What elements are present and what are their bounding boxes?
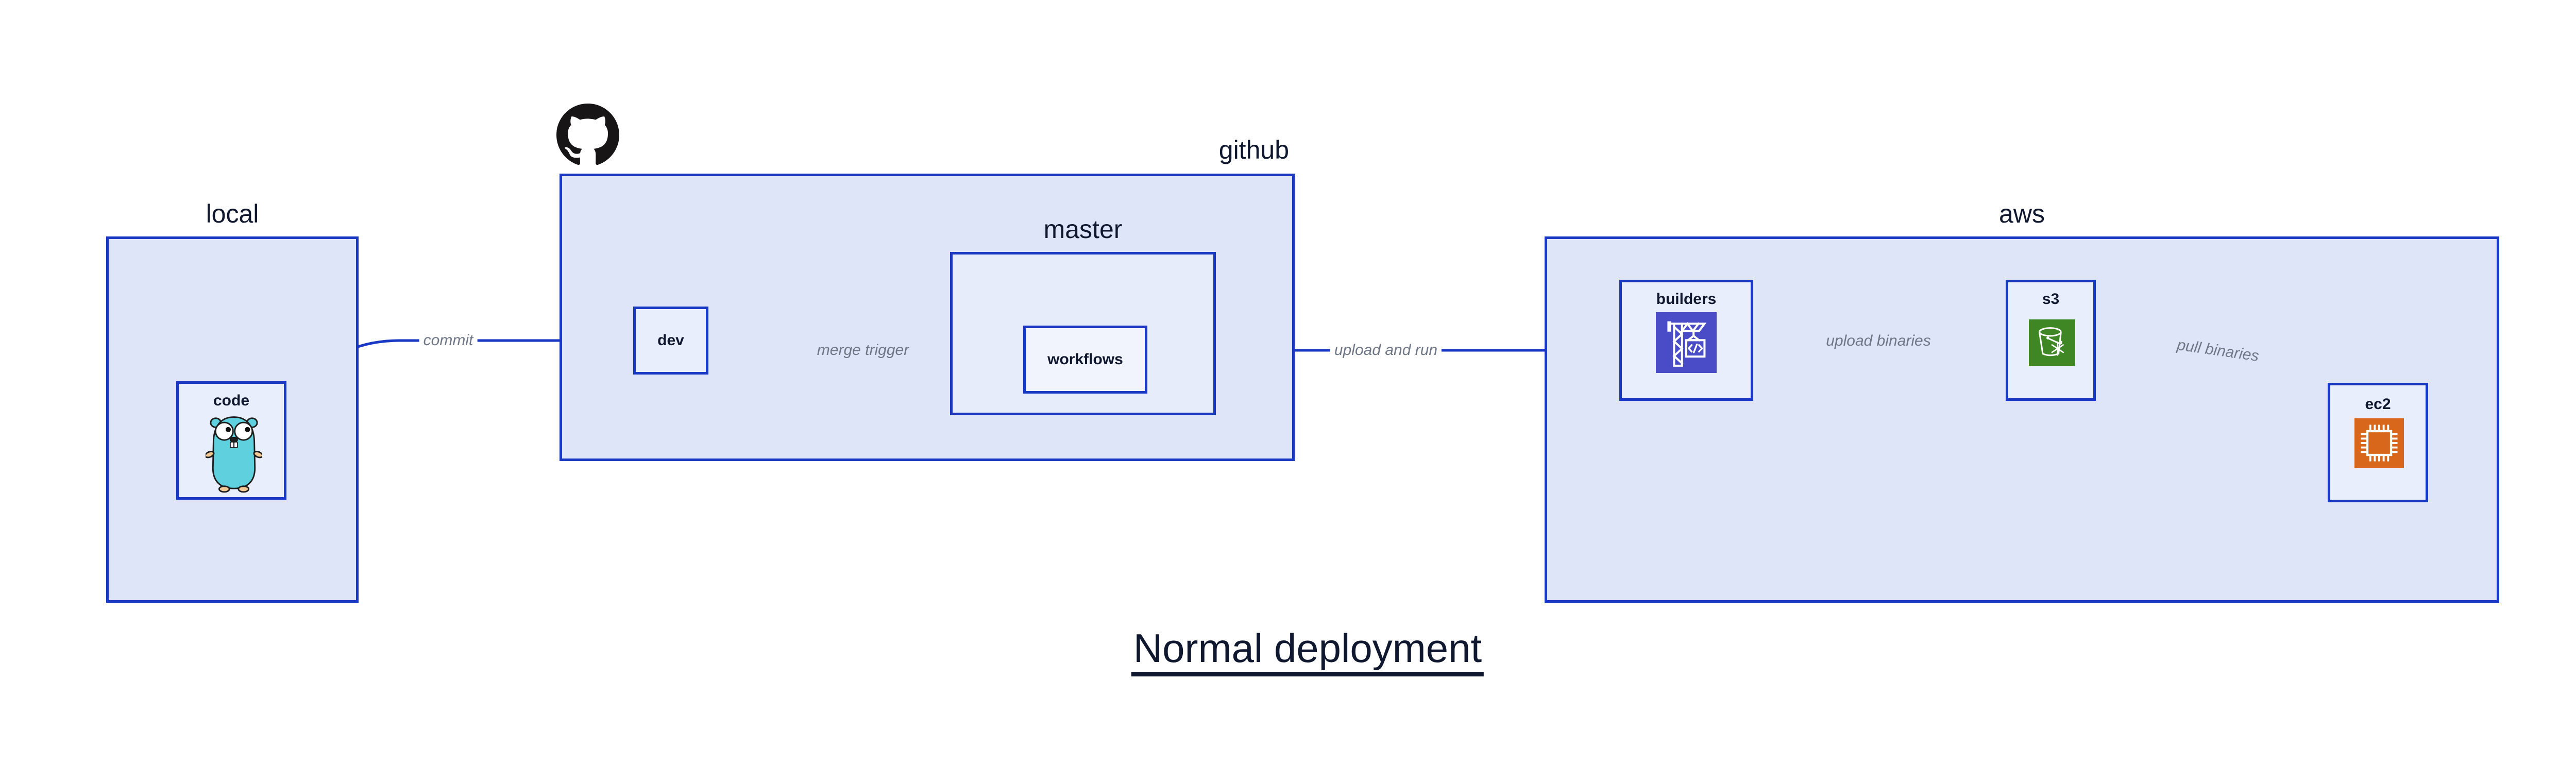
node-code-label: code (213, 392, 250, 409)
edge-merge-trigger-label: merge trigger (812, 342, 913, 359)
node-dev-label: dev (657, 332, 684, 349)
edge-upload-and-run-label: upload and run (1330, 342, 1442, 359)
node-ec2-label: ec2 (2365, 396, 2391, 413)
aws-ec2-chip-icon (2354, 418, 2404, 468)
group-label-aws: aws (1999, 199, 2045, 228)
node-builders: builders (1619, 280, 1753, 401)
edge-upload-binaries-label: upload binaries (1822, 332, 1935, 350)
node-dev: dev (633, 307, 708, 375)
node-code: code (176, 381, 286, 500)
aws-s3-bucket-icon (2029, 319, 2075, 366)
group-label-local: local (206, 199, 259, 228)
edge-commit-label: commit (419, 332, 478, 349)
node-builders-label: builders (1656, 291, 1717, 308)
node-ec2: ec2 (2328, 383, 2428, 502)
node-workflows: workflows (1023, 326, 1147, 394)
group-label-github: github (1218, 135, 1289, 164)
go-gopher-icon (204, 413, 264, 494)
aws-codebuild-icon (1656, 312, 1717, 373)
node-workflows-label: workflows (1047, 351, 1123, 368)
group-label-master: master (1043, 215, 1123, 244)
node-s3-label: s3 (2042, 291, 2060, 308)
diagram-title: Normal deployment (1131, 627, 1484, 676)
github-octocat-icon (556, 104, 619, 166)
node-s3: s3 (2006, 280, 2096, 401)
